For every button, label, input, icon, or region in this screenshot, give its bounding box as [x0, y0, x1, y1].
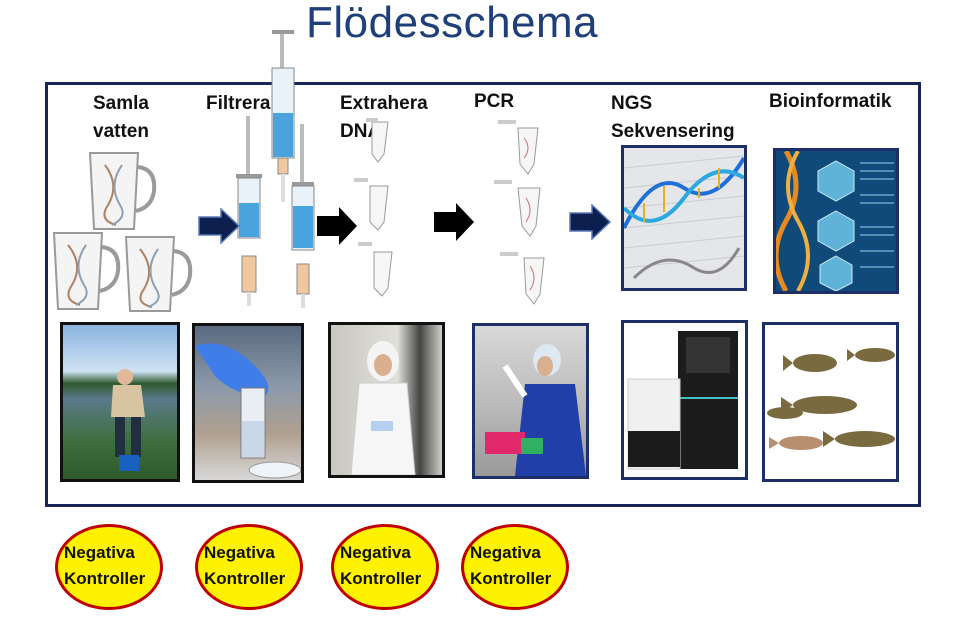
- step-label-bioinformatics: Bioinformatik: [769, 88, 891, 116]
- pitcher-icon: [88, 152, 157, 230]
- step-extract-line1: Extrahera: [340, 93, 428, 114]
- step-collect-line2: vatten: [93, 121, 149, 142]
- tube-icon: [500, 252, 545, 305]
- step-label-filter: Filtrera: [206, 90, 270, 118]
- step-extract-line2: DNA: [340, 121, 382, 142]
- step-ngs-line2: Sekvensering: [611, 121, 735, 142]
- tube-icon: [494, 180, 541, 237]
- negative-control-line1: Negativa: [340, 543, 411, 562]
- extraction-tubes-illustration: [354, 118, 393, 297]
- pcr-tubes-illustration: [494, 120, 545, 305]
- pcr-lab-photo: [472, 323, 589, 479]
- negative-control-line1: Negativa: [64, 543, 135, 562]
- step-filter-line1: Filtrera: [206, 93, 271, 114]
- molecular-data-icon: [776, 151, 894, 291]
- water-sampling-photo: [60, 322, 180, 482]
- sequencer-photo: [621, 320, 748, 480]
- tube-icon: [498, 120, 539, 175]
- negative-control-line2: Kontroller: [204, 569, 286, 588]
- negative-control-line2: Kontroller: [64, 569, 146, 588]
- syringe-icon: [236, 116, 262, 306]
- negative-control-badge: Negativa Kontroller: [195, 524, 303, 610]
- pitcher-icon: [124, 236, 193, 312]
- step-bioinformatics-line1: Bioinformatik: [769, 91, 892, 112]
- flowchart-frame: [45, 82, 921, 507]
- step-collect-line1: Samla: [93, 93, 149, 114]
- pitcher-icon: [52, 232, 121, 310]
- negative-control-badge: Negativa Kontroller: [461, 524, 569, 610]
- tube-icon: [354, 178, 389, 231]
- person-sampling-icon: [111, 369, 145, 471]
- negative-control-line2: Kontroller: [470, 569, 552, 588]
- gloved-hand-syringe-icon: [195, 343, 301, 479]
- negative-control-line1: Negativa: [204, 543, 275, 562]
- filtering-photo: [192, 323, 304, 483]
- person-pipetting-icon: [485, 344, 586, 476]
- flow-arrow-icon: [317, 207, 357, 245]
- step-label-pcr: PCR: [474, 88, 514, 116]
- syringe-icon: [271, 30, 295, 202]
- flow-arrow-icon: [198, 208, 241, 244]
- step-label-ngs: NGS Sekvensering: [611, 90, 735, 146]
- fish-icon: [767, 348, 895, 450]
- negative-control-badge: Negativa Kontroller: [55, 524, 163, 610]
- syringes-illustration: [236, 30, 315, 308]
- step-ngs-line1: NGS: [611, 93, 653, 114]
- lab-suit-photo: [328, 322, 445, 478]
- tube-icon: [358, 242, 393, 297]
- negative-control-line2: Kontroller: [340, 569, 422, 588]
- step-pcr-line1: PCR: [474, 91, 515, 112]
- syringe-icon: [291, 124, 315, 308]
- tube-icon: [366, 118, 389, 163]
- negative-control-line1: Negativa: [470, 543, 541, 562]
- negative-control-badge: Negativa Kontroller: [331, 524, 439, 610]
- flow-arrow-icon: [434, 203, 474, 241]
- diagram-title: Flödesschema: [306, 0, 599, 47]
- dna-helix-image: [621, 145, 747, 291]
- step-label-extract: Extrahera DNA: [340, 90, 428, 146]
- sequencing-machine-icon: [627, 331, 738, 470]
- water-pitchers-illustration: [52, 152, 193, 312]
- person-protective-suit-icon: [350, 341, 416, 475]
- bioinformatics-image: [773, 148, 899, 294]
- fish-species-photo: [762, 322, 899, 482]
- flow-arrow-icon: [569, 204, 612, 240]
- step-label-collect: Samla vatten: [93, 90, 149, 146]
- dna-helix-icon: [624, 155, 744, 280]
